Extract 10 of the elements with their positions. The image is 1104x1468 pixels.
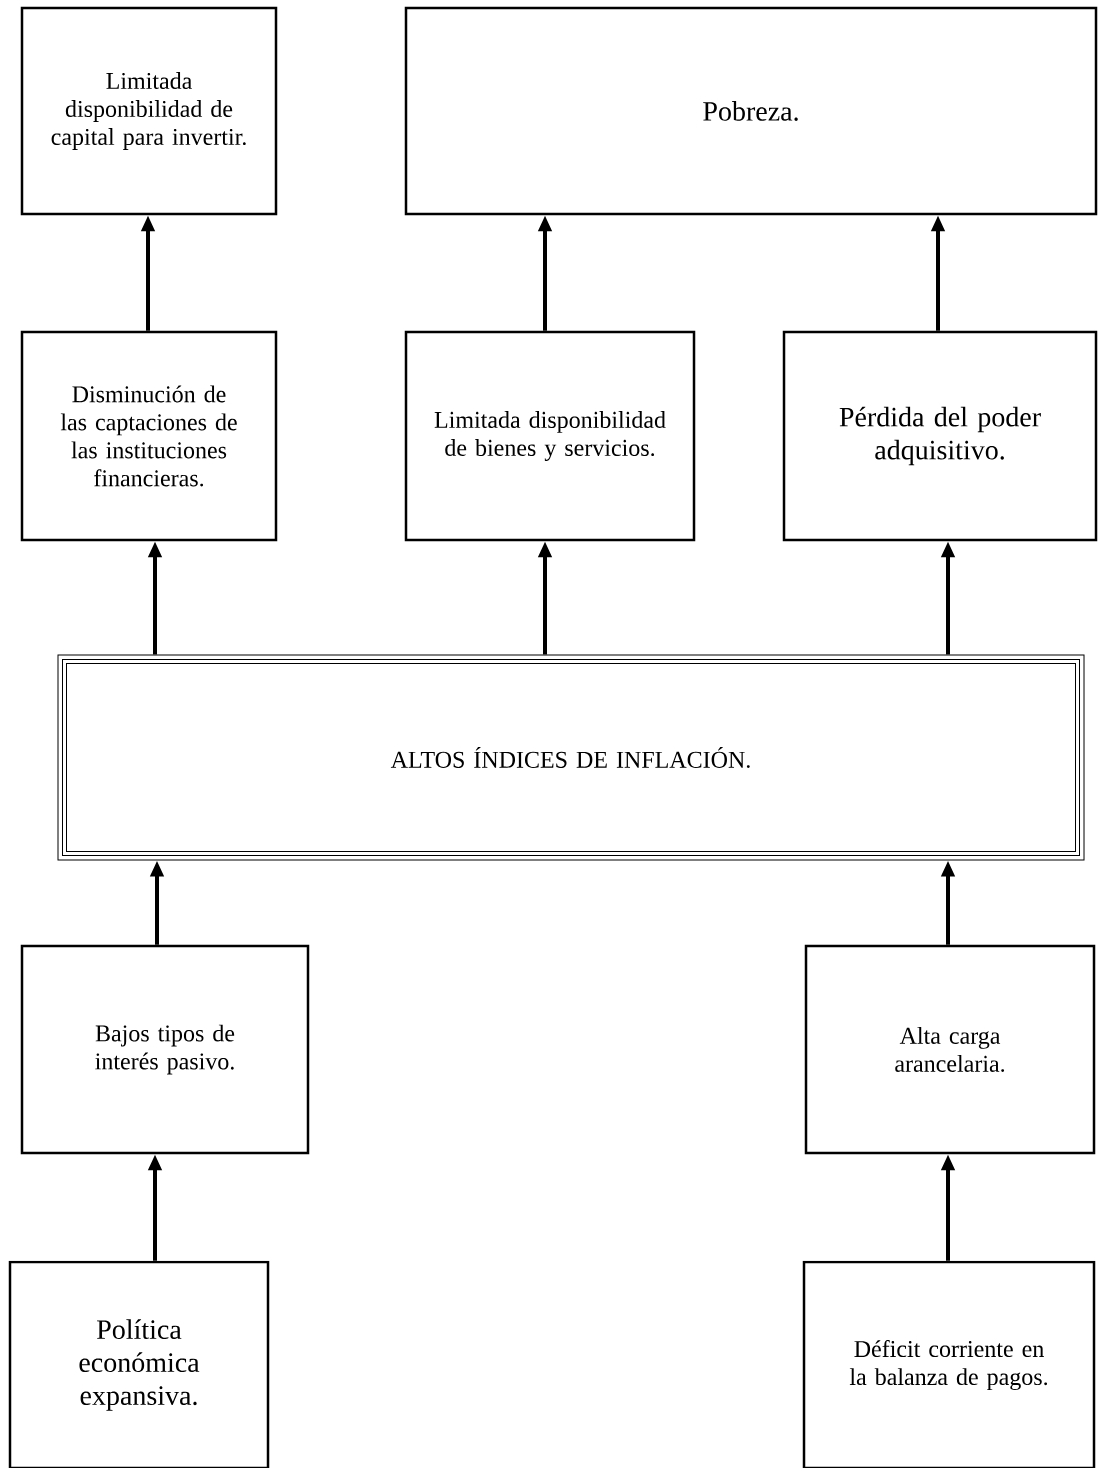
text-box: Alta carga arancelaria. (804, 944, 1096, 1155)
text-box: Limitada disponibilidad de bienes y servicios. (404, 330, 696, 542)
text-box: Déficit corriente en la balanza de pagos. (802, 1260, 1096, 1468)
text-box: Bajos tipos de interés pasivo. (20, 944, 310, 1155)
text-box: Pobreza. (404, 6, 1098, 216)
title-box: ALTOS ÍNDICES DE INFLACIÓN. (57, 654, 1085, 861)
text-box: Política económica expansiva. (8, 1260, 270, 1468)
text-box: Limitada disponibilidad de capital para invertir. (20, 6, 278, 216)
text-box: Disminución de las captaciones de las instituciones financieras. (20, 330, 278, 542)
text-box: Pérdida del poder adquisitivo. (782, 330, 1098, 542)
